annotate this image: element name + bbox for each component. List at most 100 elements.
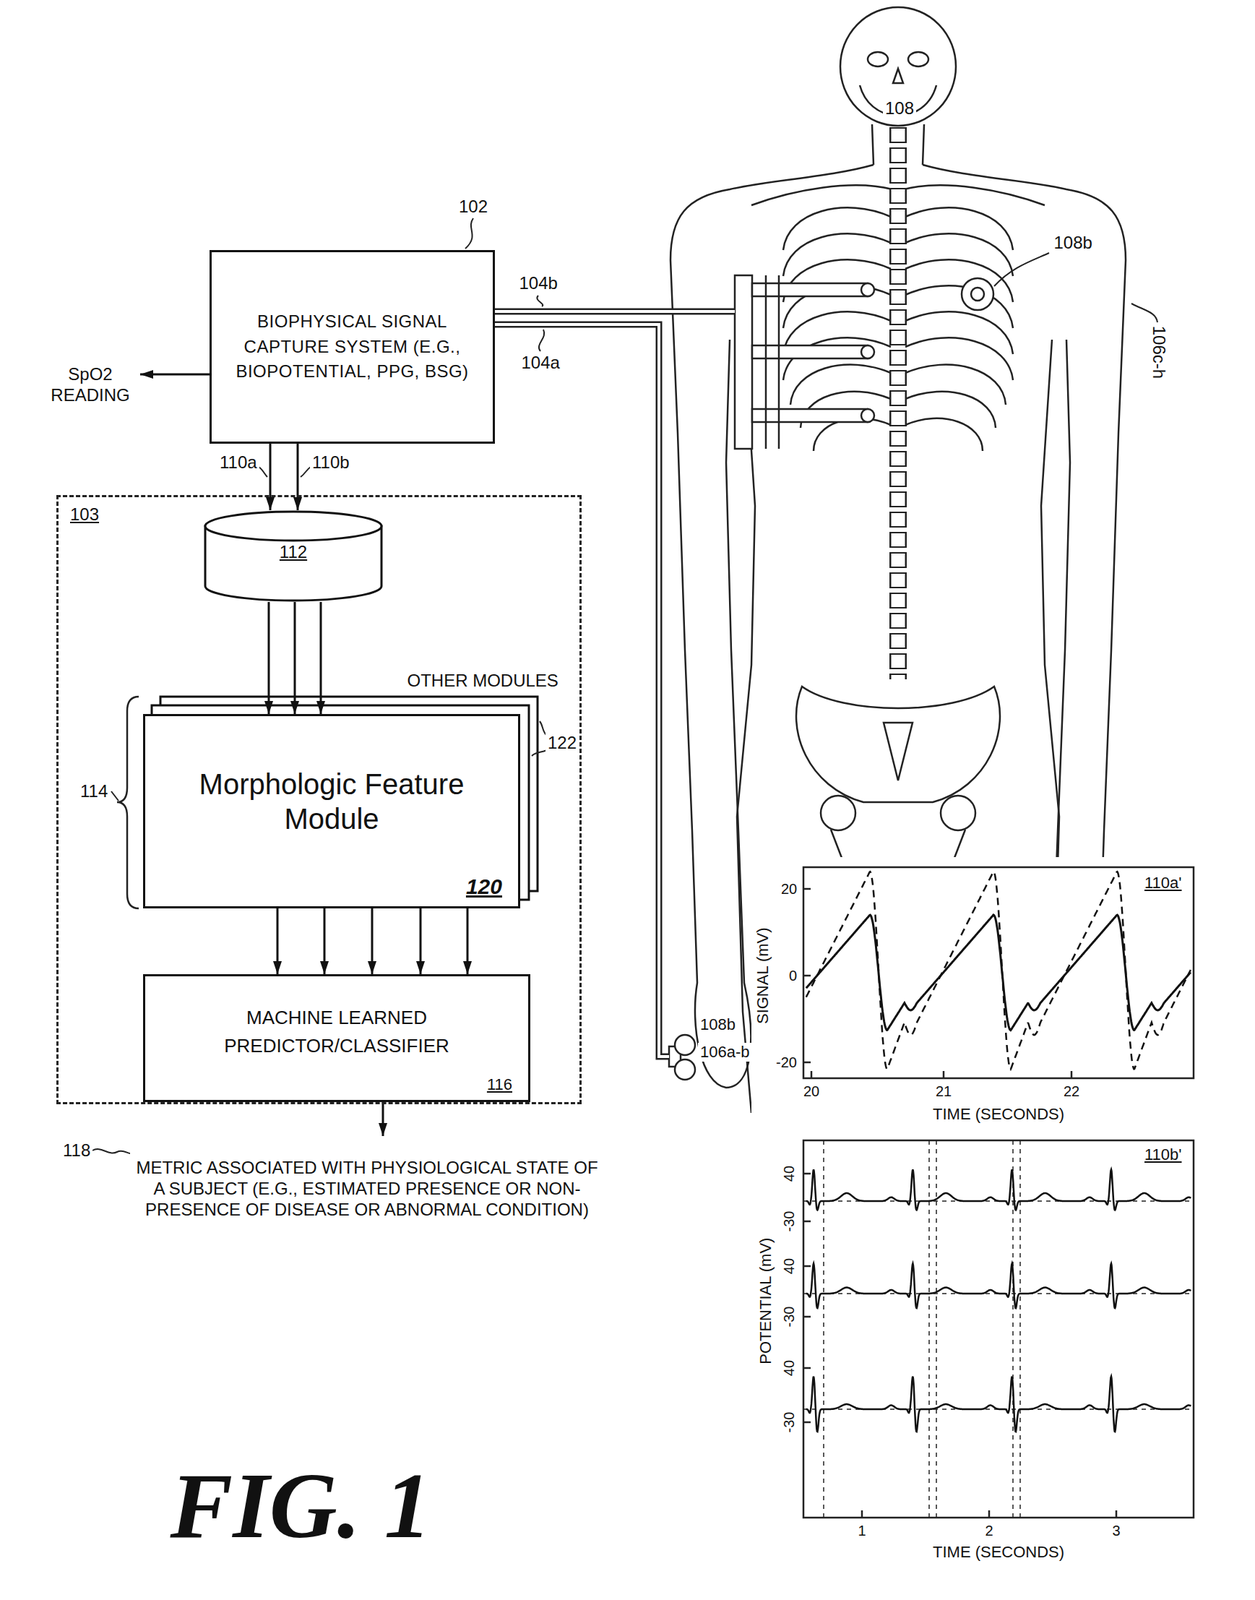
axis-tick: 20: [778, 880, 800, 898]
axis-title: TIME (SECONDS): [930, 1542, 1067, 1562]
flow-arrow: [419, 908, 422, 974]
axis-tick: 1: [856, 1521, 869, 1539]
label-anchor: 21: [933, 1082, 954, 1100]
label-anchor: FIG. 1: [168, 1448, 434, 1562]
label-anchor: TIME (SECONDS): [930, 1104, 1067, 1124]
callout-number: 112: [279, 541, 308, 563]
leader-line: [538, 329, 545, 352]
electrode-device: [674, 1059, 696, 1080]
signal-chart: [806, 914, 1191, 1031]
label-anchor: TIME (SECONDS): [930, 1542, 1067, 1562]
leader-line: [300, 466, 311, 477]
axis-tick: -30: [780, 1304, 798, 1330]
signal-chart: [751, 856, 1203, 1132]
callout-number: 118: [60, 1140, 93, 1162]
axis-tick: 0: [786, 966, 800, 985]
box-text: MACHINE LEARNED PREDICTOR/CLASSIFIER: [161, 1003, 513, 1060]
leader-line: [258, 466, 268, 477]
human-figure: [883, 722, 913, 781]
leader-line: [531, 749, 547, 756]
label-anchor: SpO2 READING: [42, 364, 138, 407]
electrode-device: [765, 275, 779, 449]
label-anchor: 106c-h: [1148, 322, 1170, 381]
label-anchor: 40: [780, 1255, 798, 1276]
label-anchor: -20: [773, 1053, 800, 1071]
axis-title: POTENTIAL (mV): [756, 1235, 776, 1367]
callout-number: 116: [486, 1075, 513, 1094]
label-anchor: 3: [1110, 1521, 1123, 1539]
human-figure: [867, 52, 888, 67]
flow-arrow: [294, 601, 297, 714]
label-anchor: -30: [780, 1409, 798, 1435]
ecg-chart: [806, 1376, 1192, 1433]
signal-chart: [803, 888, 1072, 1078]
label-anchor: 0: [786, 966, 800, 985]
callout-number: 108b: [697, 1015, 738, 1034]
ecg-chart: [751, 1132, 1203, 1568]
human-figure: [820, 795, 856, 831]
callout-number: 110b: [309, 452, 352, 474]
human-figure: [891, 127, 906, 680]
callout-number: 106c-h: [1148, 322, 1170, 381]
flow-arrow: [323, 908, 326, 974]
electrode-device: [971, 287, 985, 301]
label-anchor: 20: [801, 1082, 822, 1100]
label-anchor: 102: [456, 196, 490, 218]
label-anchor: 40: [780, 1163, 798, 1184]
flow-arrow: [269, 443, 272, 511]
callout-number: 104a: [519, 352, 563, 374]
label-anchor: 20: [778, 880, 800, 898]
process-box: MACHINE LEARNED PREDICTOR/CLASSIFIER 116: [143, 973, 531, 1102]
label-anchor: 22: [1061, 1082, 1082, 1100]
cylinder-outline: [205, 511, 382, 541]
axis-tick: 20: [801, 1082, 822, 1100]
label-anchor: SIGNAL (mV): [753, 924, 773, 1026]
human-figure: [905, 207, 1013, 451]
flow-arrow: [320, 601, 323, 714]
label-anchor: 122: [545, 732, 579, 754]
electrode-device: [752, 283, 868, 297]
callout-number: 122: [545, 732, 579, 754]
label-anchor: -30: [780, 1208, 798, 1235]
axis-tick: -30: [780, 1208, 798, 1235]
leader-line: [536, 295, 543, 307]
label-anchor: 110a: [217, 452, 260, 474]
label-anchor: -30: [780, 1304, 798, 1330]
chart-label: 110a': [1142, 873, 1185, 893]
label-anchor: 114: [78, 781, 110, 802]
bracket: [117, 696, 139, 909]
leader-line: [994, 252, 1050, 287]
axis-tick: 2: [983, 1521, 996, 1539]
flow-arrow: [268, 601, 271, 714]
human-figure: [796, 686, 1000, 802]
flow-arrow: [466, 908, 469, 974]
ecg-chart: [806, 1169, 1192, 1210]
callout-number: 114: [78, 781, 110, 802]
box-text: BIOPHYSICAL SIGNAL CAPTURE SYSTEM (E.G.,…: [230, 309, 474, 385]
dashed-boundary: 103112Morphologic Feature Module120MACHI…: [56, 494, 582, 1104]
label-anchor: 104b: [517, 273, 560, 295]
lead-cable: [494, 308, 735, 316]
electrode-device: [674, 1034, 696, 1055]
electrode-device: [752, 345, 868, 359]
axis-tick: 3: [1110, 1521, 1123, 1539]
leader-line: [111, 791, 119, 801]
output-text: METRIC ASSOCIATED WITH PHYSIOLOGICAL STA…: [132, 1157, 602, 1220]
label-anchor: 110a': [1142, 873, 1185, 893]
axis-tick: -30: [780, 1409, 798, 1435]
human-figure: [893, 68, 904, 84]
human-figure: [908, 52, 929, 67]
chart-label: 110b': [1142, 1145, 1185, 1164]
label-anchor: 108: [882, 98, 917, 120]
axis-tick: 40: [780, 1357, 798, 1378]
axis-tick: 40: [780, 1255, 798, 1276]
callout-number: 108: [882, 98, 917, 120]
label-anchor: 2: [983, 1521, 996, 1539]
ecg-chart: [803, 1173, 1117, 1518]
label-anchor: 110b': [1142, 1145, 1185, 1164]
signal-chart: [806, 871, 1191, 1070]
output-arrow: [140, 373, 210, 376]
callout-number: 103: [70, 504, 99, 525]
human-figure: [940, 795, 976, 831]
